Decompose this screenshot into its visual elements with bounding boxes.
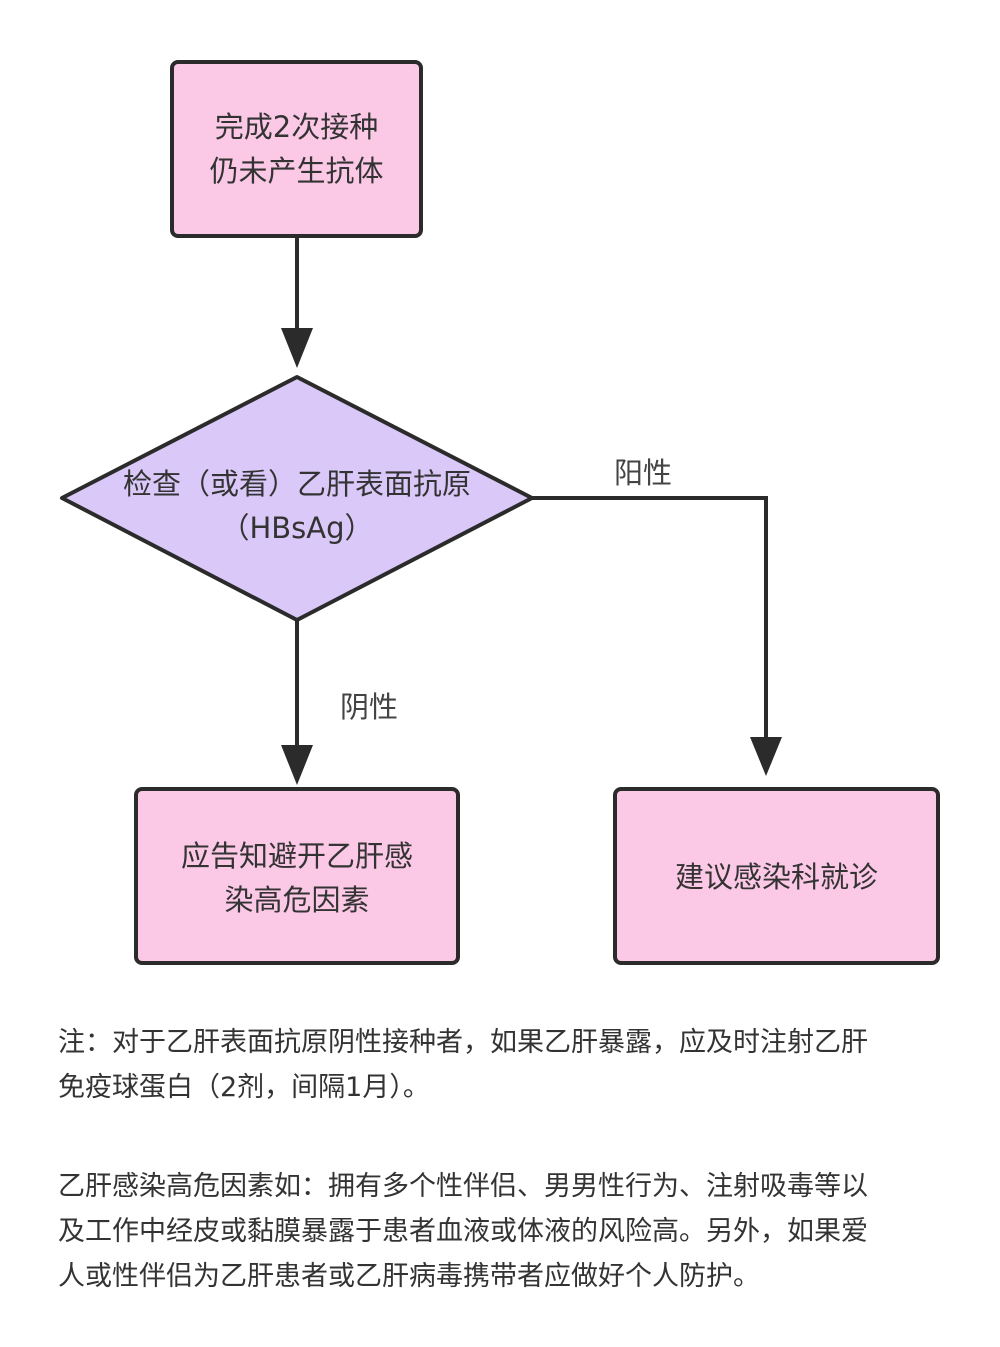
start-line-2: 仍未产生抗体	[209, 154, 384, 188]
start-box-text: 完成2次接种 仍未产生抗体	[172, 105, 421, 193]
negative-result-text: 应告知避开乙肝感 染高危因素	[136, 834, 458, 922]
arrow-negative	[281, 620, 313, 785]
positive-result-line-1: 建议感染科就诊	[674, 860, 878, 894]
negative-label: 阴性	[340, 690, 399, 724]
note2-line-3: 人或性伴侣为乙肝患者或乙肝病毒携带者应做好个人防护。	[58, 1261, 760, 1292]
flowchart	[60, 60, 940, 965]
positive-result-text: 建议感染科就诊	[615, 855, 938, 899]
note2-line-1: 乙肝感染高危因素如：拥有多个性伴侣、男男性行为、注射吸毒等以	[58, 1171, 868, 1202]
decision-text: 检查（或看）乙肝表面抗原 （HBsAg）	[62, 462, 532, 550]
arrow-positive	[532, 496, 782, 776]
note1-line-1: 注：对于乙肝表面抗原阴性接种者，如果乙肝暴露，应及时注射乙肝	[58, 1027, 868, 1058]
positive-label: 阳性	[614, 456, 673, 490]
negative-result-line-1: 应告知避开乙肝感	[180, 839, 413, 873]
positive-result-box	[613, 787, 940, 965]
note-risk-factors: 乙肝感染高危因素如：拥有多个性伴侣、男男性行为、注射吸毒等以 及工作中经皮或黏膜…	[58, 1164, 948, 1299]
negative-result-box	[134, 787, 460, 965]
decision-line-1: 检查（或看）乙肝表面抗原	[122, 467, 471, 501]
note-vaccination: 注：对于乙肝表面抗原阴性接种者，如果乙肝暴露，应及时注射乙肝 免疫球蛋白（2剂，…	[58, 1020, 948, 1110]
decision-line-2: （HBsAg）	[220, 511, 374, 545]
note2-line-2: 及工作中经皮或黏膜暴露于患者血液或体液的风险高。另外，如果爱	[58, 1216, 868, 1247]
negative-result-line-2: 染高危因素	[224, 883, 370, 917]
note1-line-2: 免疫球蛋白（2剂，间隔1月）。	[58, 1072, 430, 1103]
arrow-start-to-decision	[281, 236, 313, 368]
start-line-1: 完成2次接种	[214, 110, 379, 144]
